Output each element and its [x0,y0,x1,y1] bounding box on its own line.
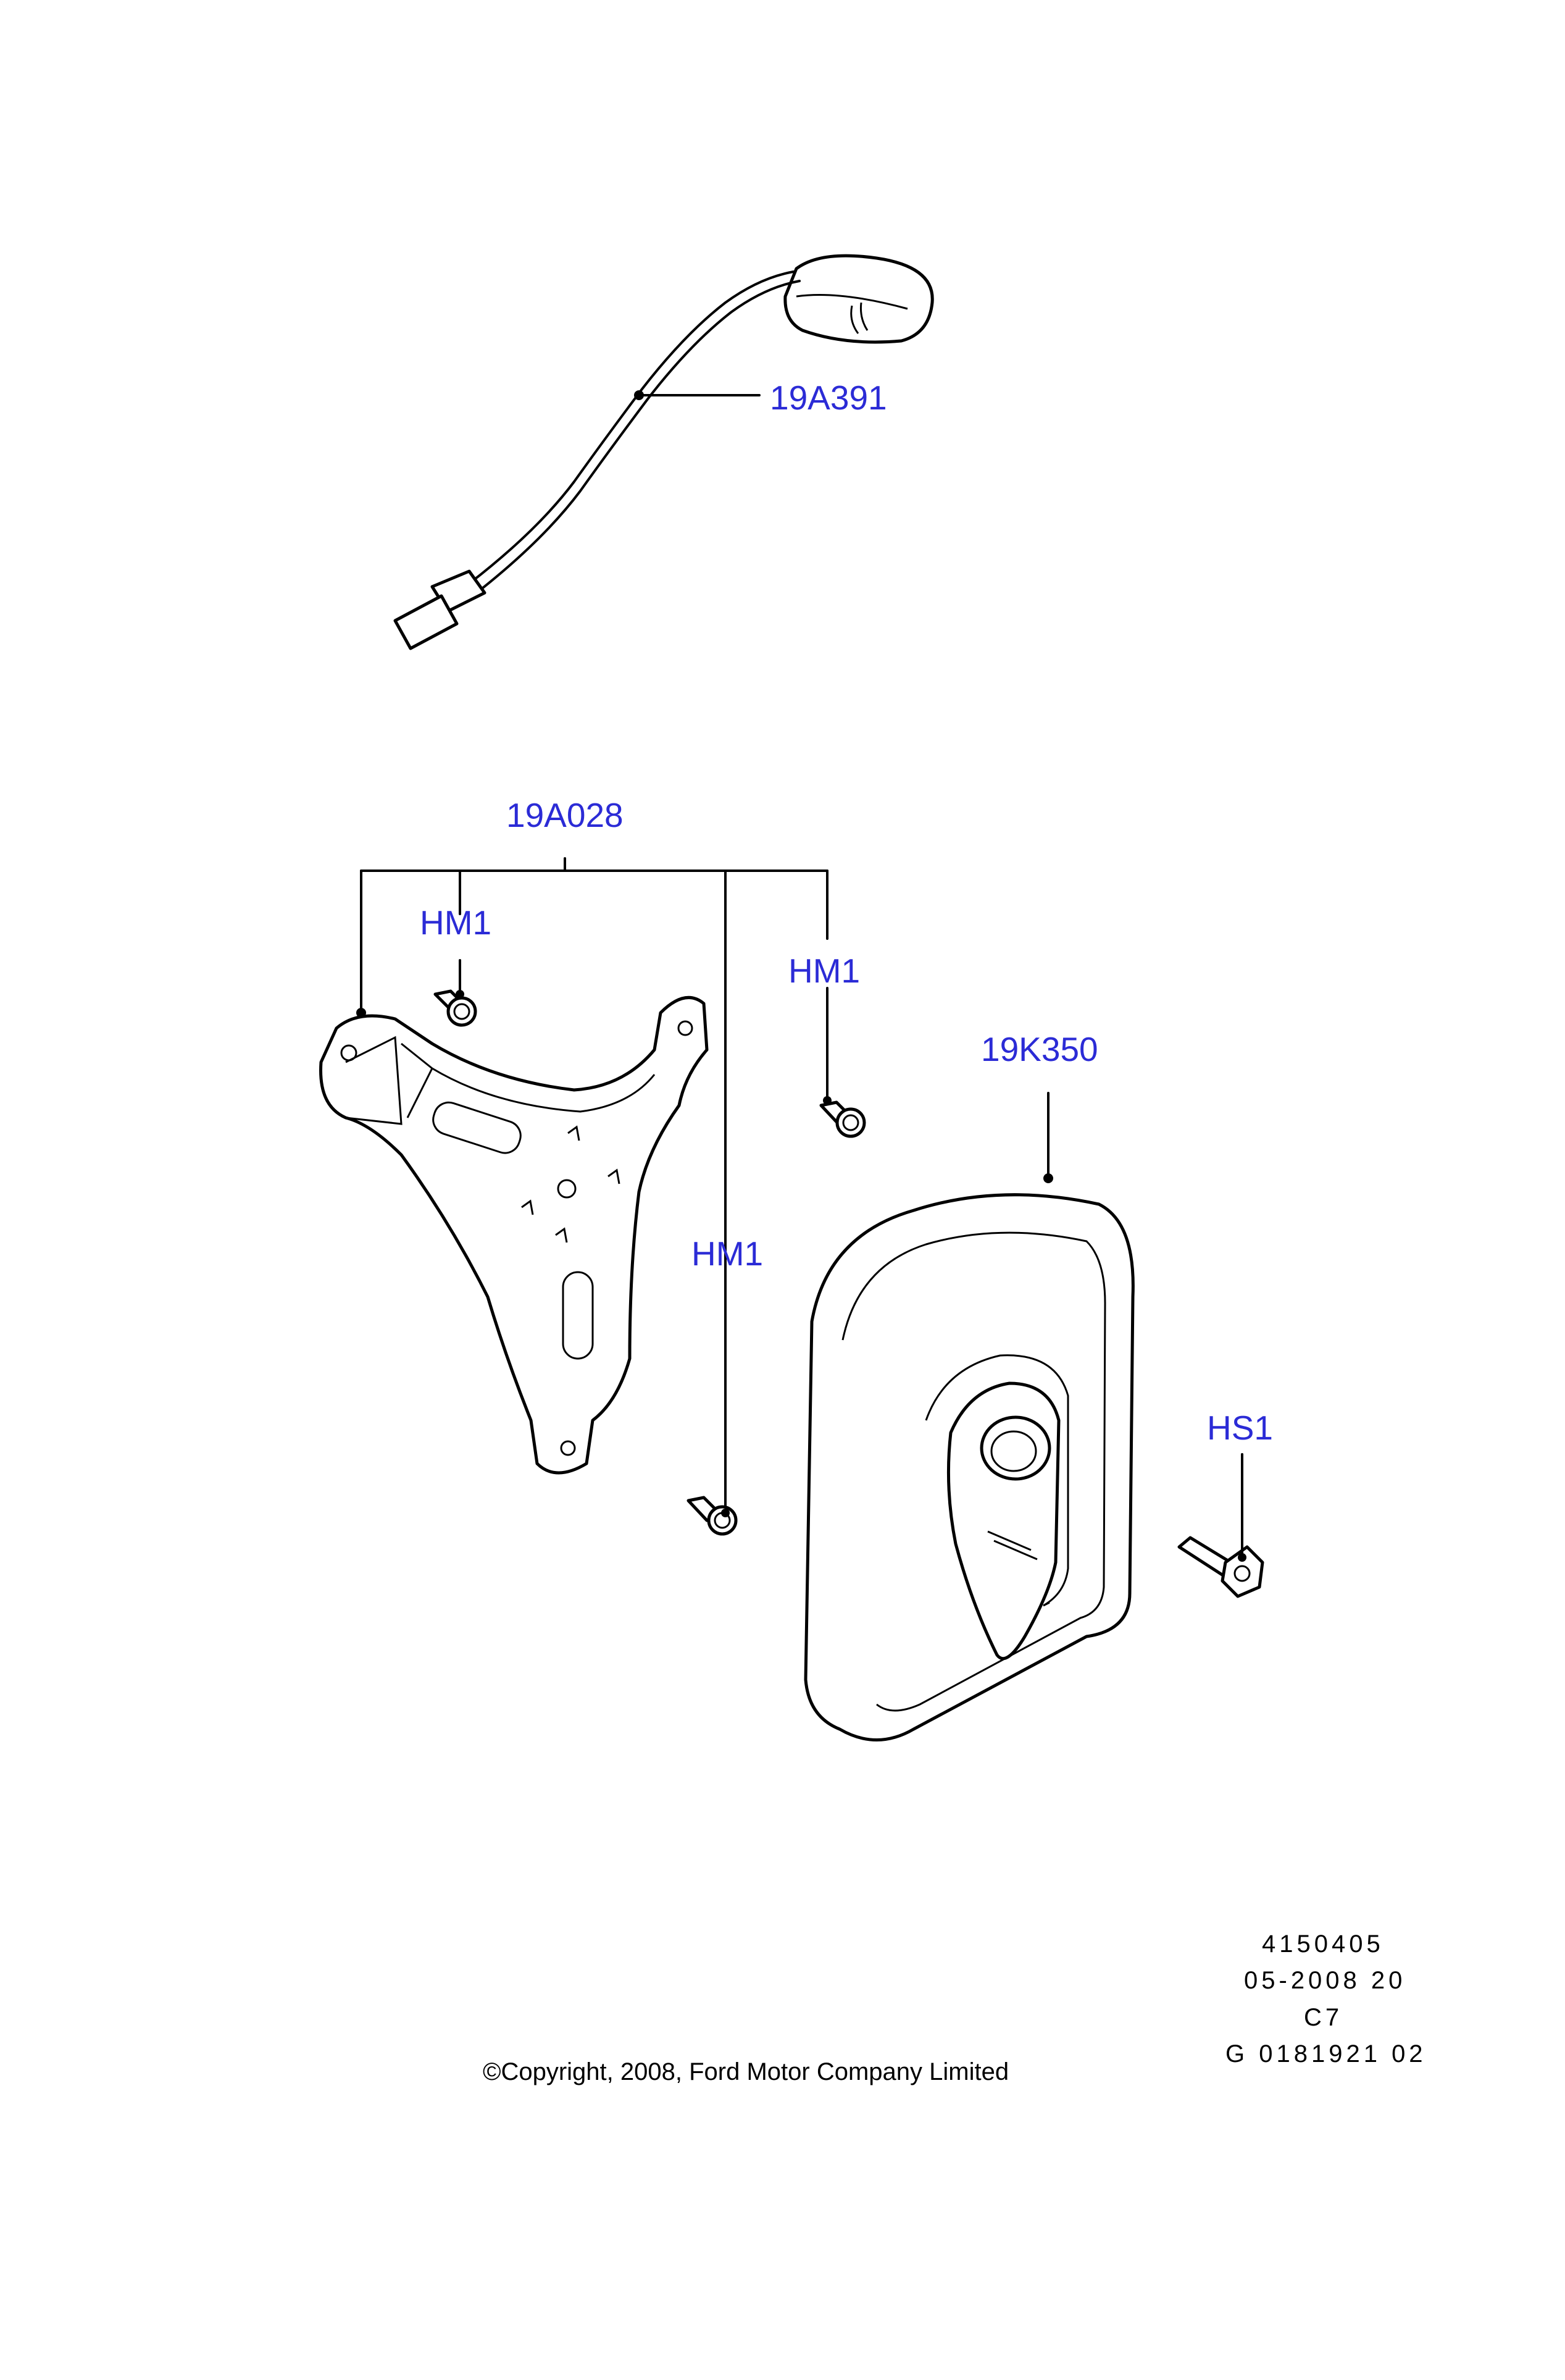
callout-hm1-center[interactable]: HM1 [691,1234,764,1273]
callout-19A028[interactable]: 19A028 [506,796,624,834]
reference-line-1: 4150405 [1262,1930,1384,1958]
bracket-icon[interactable] [319,995,709,1475]
screw-icon[interactable] [819,1100,866,1138]
reference-line-3: C7 [1304,2004,1343,2031]
callout-hs1[interactable]: HS1 [1207,1409,1273,1447]
callout-19K350[interactable]: 19K350 [981,1030,1098,1068]
callout-19A391[interactable]: 19A391 [770,379,887,417]
screw-icon[interactable] [687,1496,738,1536]
callout-hm1-right[interactable]: HM1 [788,952,861,990]
callout-hm1-left[interactable]: HM1 [420,903,492,942]
screw-icon[interactable] [433,989,477,1027]
speaker-cover-icon[interactable] [804,1193,1135,1741]
microphone-icon[interactable] [393,254,934,650]
reference-line-4: G 0181921 02 [1225,2040,1427,2068]
bolt-icon[interactable] [1177,1536,1264,1598]
reference-line-2: 05-2008 20 [1244,1967,1406,1994]
copyright-notice: ©Copyright, 2008, Ford Motor Company Lim… [483,2058,1009,2085]
